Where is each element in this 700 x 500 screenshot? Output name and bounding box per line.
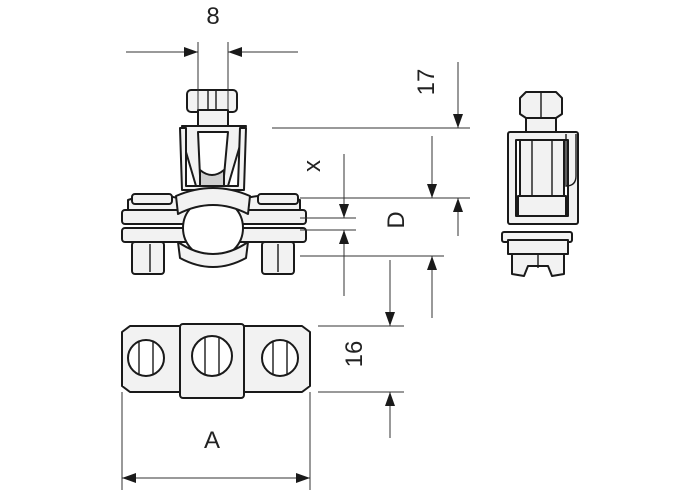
top-view-screw-center (191, 335, 233, 377)
side-nut-base (525, 117, 557, 133)
side-view (501, 91, 579, 277)
top-view-screw-left (127, 339, 165, 377)
dimension-width-8: 8 (126, 3, 298, 110)
dimension-height-17: 17 (272, 62, 470, 236)
dimension-length-label: A (204, 427, 220, 454)
front-view (121, 89, 307, 275)
top-view (121, 323, 311, 399)
dimension-depth-label: 16 (341, 341, 368, 368)
top-view-screw-right (261, 339, 299, 377)
dimension-diameter-d: D (300, 136, 444, 318)
top-screw-head (186, 89, 238, 113)
dimension-width-label: 8 (206, 3, 219, 30)
dimension-diameter-label: D (383, 211, 410, 228)
dimension-length-a: A (121, 392, 311, 490)
dimension-x: x (299, 154, 356, 296)
side-inner-block (519, 139, 565, 197)
dimension-depth-16: 16 (318, 260, 404, 438)
dimension-height-label: 17 (413, 69, 440, 96)
left-foot (131, 241, 165, 275)
dimension-x-label: x (299, 160, 326, 172)
